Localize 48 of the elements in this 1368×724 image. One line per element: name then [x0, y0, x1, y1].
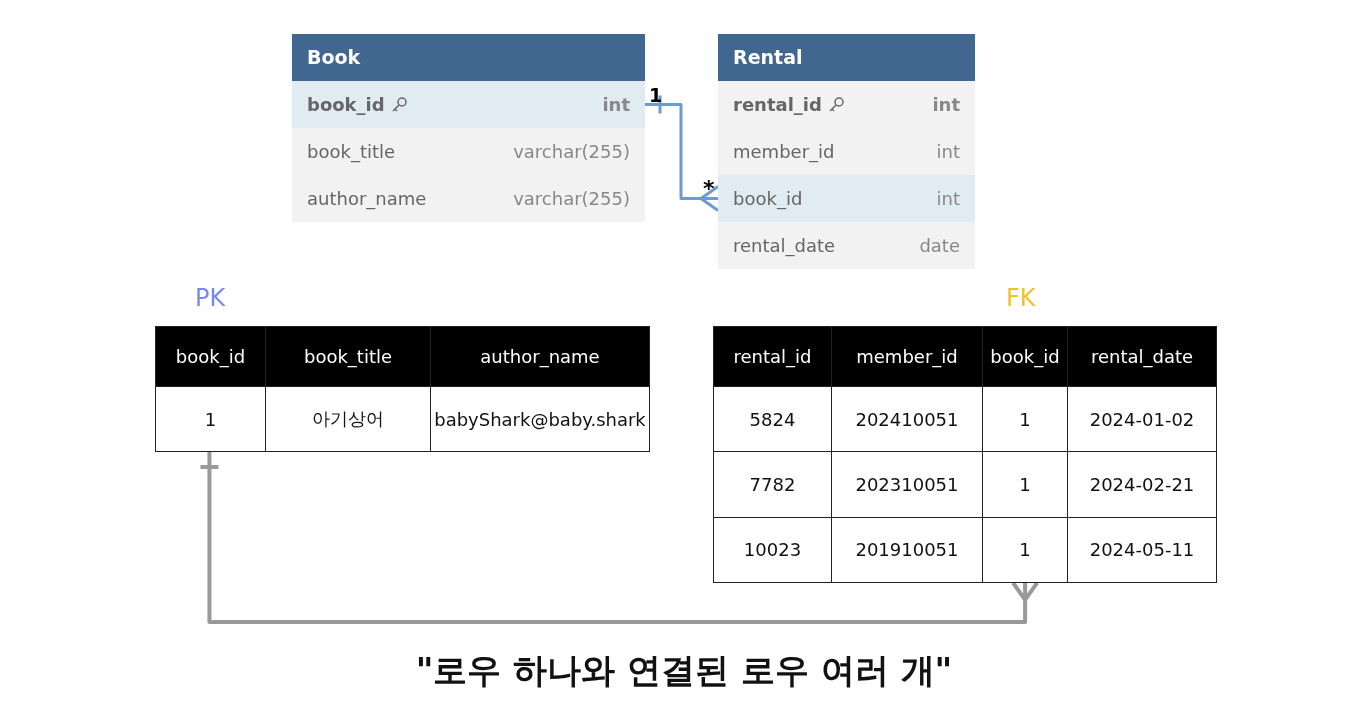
header-cell: member_id — [831, 326, 983, 387]
header-cell: book_title — [265, 326, 431, 387]
table-row — [718, 175, 975, 222]
column-type: varchar(255) — [513, 140, 630, 164]
table-cell: 1 — [982, 451, 1068, 518]
table-cell: 2024-05-11 — [1067, 517, 1217, 583]
column-type: int — [932, 93, 960, 117]
table-cell: 2024-01-02 — [1067, 386, 1217, 452]
table-cell: 2024-02-21 — [1067, 451, 1217, 518]
column-type: int — [936, 187, 960, 211]
column-type: date — [919, 234, 960, 258]
table-cell: 202410051 — [831, 386, 983, 452]
header-cell: rental_id — [713, 326, 832, 387]
table-cell: 10023 — [713, 517, 832, 583]
data-table — [713, 326, 1217, 583]
header-cell: book_id — [155, 326, 266, 387]
data-table — [155, 326, 650, 452]
column-name: rental_id — [733, 93, 822, 117]
column-type: int — [936, 140, 960, 164]
column-name: book_id — [733, 187, 803, 212]
column-name: author_name — [307, 187, 427, 212]
column-type: int — [602, 93, 630, 117]
table-cell: 1 — [982, 386, 1068, 452]
table-cell: 7782 — [713, 451, 832, 518]
table-cell: 201910051 — [831, 517, 983, 583]
table-cell: 5824 — [713, 386, 832, 452]
cardinality-label: * — [703, 176, 715, 201]
column-name: rental_date — [733, 234, 836, 259]
table-cell: 아기상어 — [265, 386, 431, 452]
column-name: book_title — [307, 140, 396, 165]
column-name: member_id — [733, 140, 835, 165]
header-cell: rental_date — [1067, 326, 1217, 387]
column-name: book_id — [307, 93, 385, 117]
table-title: Book — [292, 34, 645, 81]
relationship-line — [198, 450, 1040, 624]
table-cell: babyShark@baby.shark — [430, 386, 650, 452]
table-cell: 1 — [155, 386, 266, 452]
table-row — [292, 81, 645, 128]
key-label: FK — [1006, 284, 1036, 312]
caption: "로우 하나와 연결된 로우 여러 개" — [414, 649, 954, 692]
header-cell: author_name — [430, 326, 650, 387]
column-type: varchar(255) — [513, 187, 630, 211]
header-cell: book_id — [982, 326, 1068, 387]
cardinality-label: 1 — [649, 84, 663, 106]
table-cell: 1 — [982, 517, 1068, 583]
key-label: PK — [195, 284, 226, 312]
table-title: Rental — [718, 34, 975, 81]
table-cell: 202310051 — [831, 451, 983, 518]
